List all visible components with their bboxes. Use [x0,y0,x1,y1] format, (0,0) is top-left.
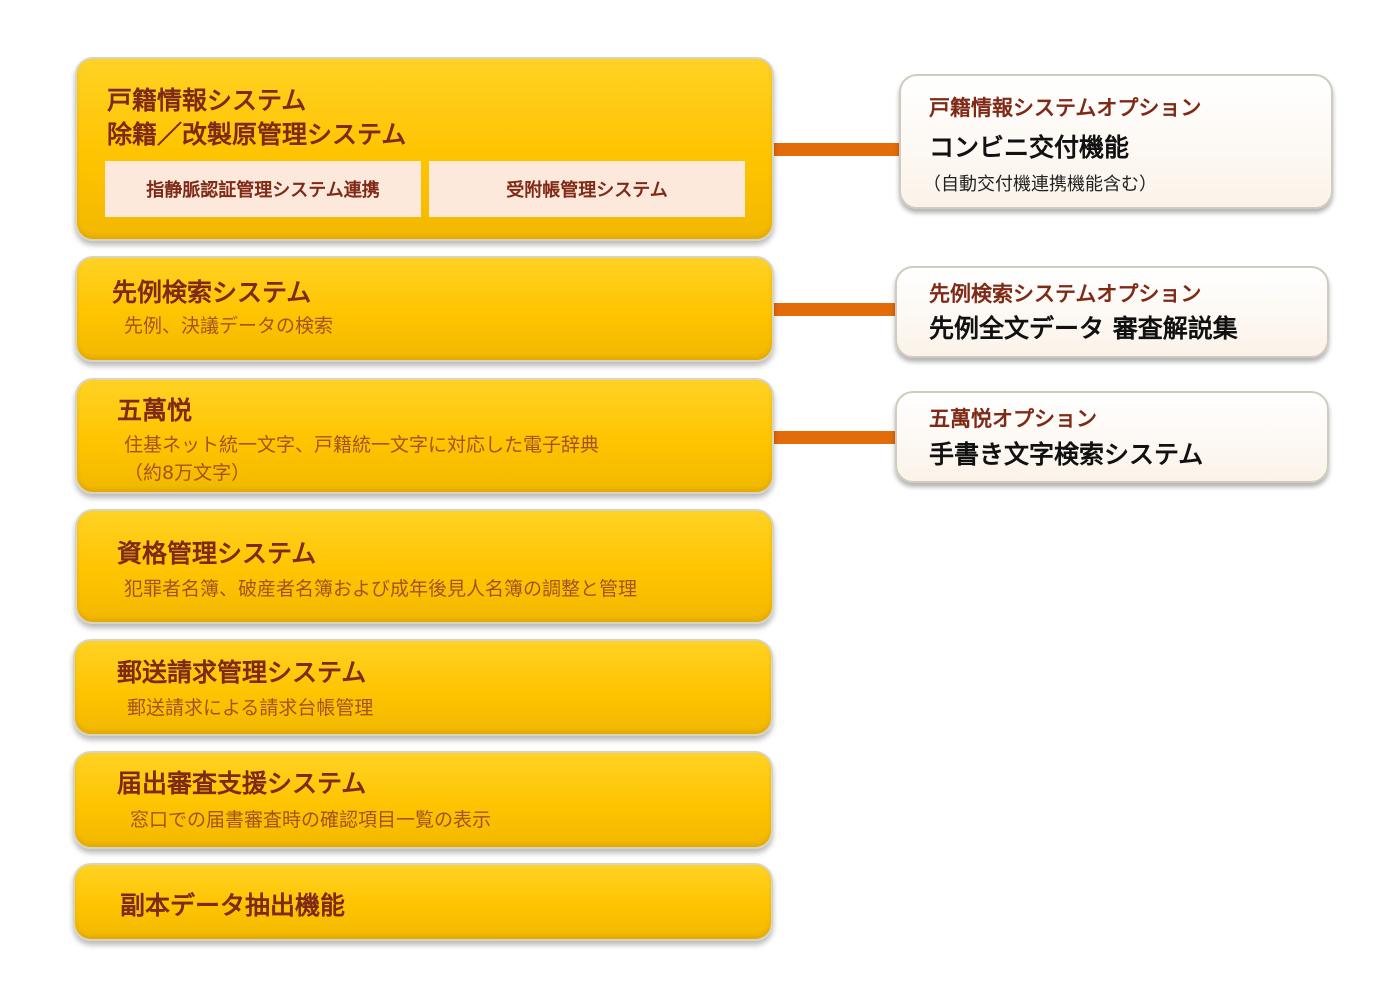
system-desc: 犯罪者名簿、破産者名簿および成年後見人名簿の調整と管理 [124,578,638,600]
option-title: 五萬悦オプション [929,407,1097,431]
system-title: 先例検索システム [112,278,312,307]
system-desc: 窓口での届書審査時の確認項目一覧の表示 [130,809,492,831]
system-desc-2: （約8万文字） [124,462,251,484]
system-title: 戸籍情報システム [107,86,307,115]
option-box-precedent[interactable]: 先例検索システムオプション 先例全文データ 審査解説集 [895,266,1329,358]
option-main: 手書き文字検索システム [929,440,1204,469]
option-title: 戸籍情報システムオプション [929,96,1202,120]
system-desc: 住基ネット統一文字、戸籍統一文字に対応した電子辞典 [124,434,600,456]
sub-box-reception-ledger: 受附帳管理システム [429,161,745,217]
connector-3 [772,431,896,444]
system-title: 副本データ抽出機能 [120,891,346,920]
option-box-koseki[interactable]: 戸籍情報システムオプション コンビニ交付機能 （自動交付機連携機能含む） [899,74,1333,209]
system-box-koseki[interactable]: 戸籍情報システム 除籍／改製原管理システム 指静脈認証管理システム連携 受附帳管… [75,57,774,241]
option-main: 先例全文データ 審査解説集 [929,314,1238,343]
option-title: 先例検索システムオプション [929,282,1202,306]
system-title-2: 除籍／改製原管理システム [107,120,407,149]
connector-2 [772,303,896,316]
sub-box-vein-auth: 指静脈認証管理システム連携 [105,161,421,217]
system-desc: 郵送請求による請求台帳管理 [127,697,374,719]
system-box-duplicate-extract[interactable]: 副本データ抽出機能 [73,863,773,941]
system-box-notification-review[interactable]: 届出審査支援システム 窓口での届書審査時の確認項目一覧の表示 [73,751,773,849]
connector-1 [772,143,900,156]
system-title: 届出審査支援システム [117,769,367,798]
system-title: 資格管理システム [117,539,317,568]
system-box-precedent[interactable]: 先例検索システム 先例、決議データの検索 [75,256,774,362]
system-box-postal-request[interactable]: 郵送請求管理システム 郵送請求による請求台帳管理 [73,639,773,736]
option-main: コンビニ交付機能 [929,133,1130,162]
system-title: 郵送請求管理システム [117,658,367,687]
system-box-qualification[interactable]: 資格管理システム 犯罪者名簿、破産者名簿および成年後見人名簿の調整と管理 [75,509,774,624]
system-title: 五萬悦 [117,396,193,425]
option-note: （自動交付機連携機能含む） [923,174,1157,195]
system-desc: 先例、決議データの検索 [124,315,334,337]
option-box-gomanetsu[interactable]: 五萬悦オプション 手書き文字検索システム [895,391,1329,483]
system-box-gomanetsu[interactable]: 五萬悦 住基ネット統一文字、戸籍統一文字に対応した電子辞典 （約8万文字） [75,378,774,494]
